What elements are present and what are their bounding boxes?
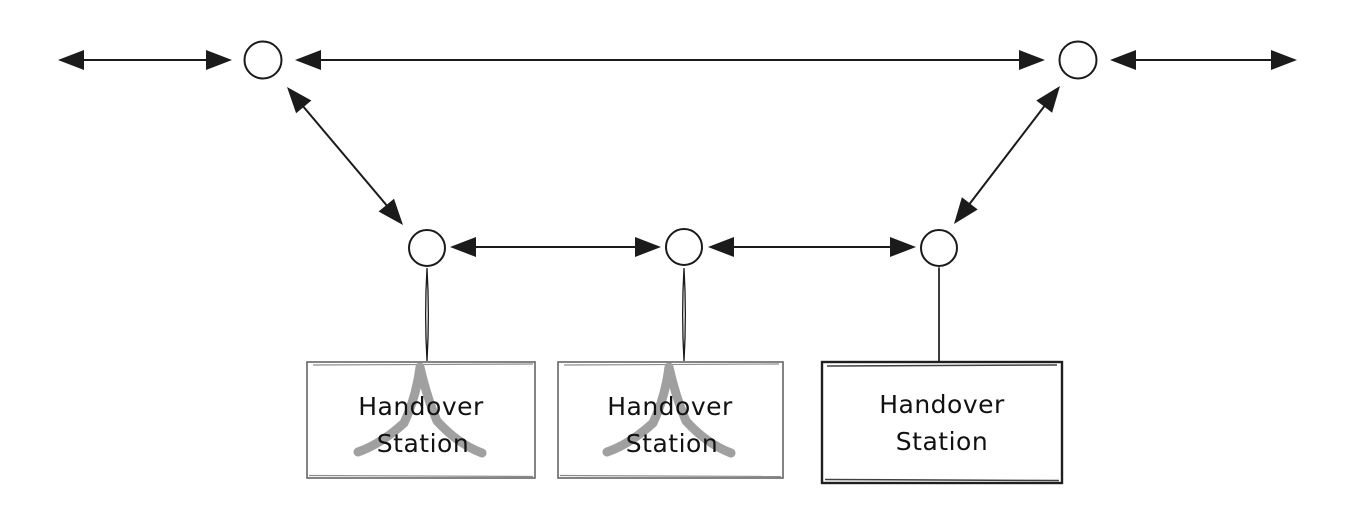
antenna-icon [353, 362, 487, 458]
link-diagonal-left [287, 87, 403, 225]
box-overdraw-bottom [559, 474, 782, 478]
link-left-external [58, 50, 232, 70]
antenna-icon [602, 362, 736, 458]
station-label-line1: Handover [879, 390, 1005, 419]
relay-node-2 [665, 228, 703, 266]
station-label-line1: Handover [607, 392, 733, 421]
station-label-line1: Handover [358, 392, 484, 421]
station-label-line2: Station [896, 427, 988, 456]
arrowhead-up-icon [287, 87, 312, 114]
link-relay-2-3 [708, 237, 916, 257]
handover-station-box-1: Handover Station [306, 361, 536, 479]
arrowhead-right-icon [635, 237, 661, 257]
arrowhead-down-icon [954, 197, 978, 224]
arrowhead-left-icon [450, 237, 476, 257]
drop-line-1 [425, 267, 429, 362]
relay-node-3 [920, 229, 958, 267]
link-line [290, 91, 400, 221]
box-overdraw-top [826, 364, 1058, 367]
arrowhead-up-icon [1036, 86, 1060, 113]
handover-station-box-2: Handover Station [557, 361, 784, 479]
arrowhead-right-icon [1271, 50, 1297, 70]
handover-station-box-3: Handover Station [820, 360, 1064, 485]
backbone-node-left [243, 40, 283, 80]
backbone-node-right [1058, 40, 1098, 80]
arrowhead-right-icon [206, 50, 232, 70]
station-box [820, 360, 1064, 485]
arrowhead-right-icon [890, 237, 916, 257]
link-relay-1-2 [450, 237, 661, 257]
arrowhead-down-icon [378, 198, 403, 225]
station-label-line2: Station [377, 429, 469, 458]
arrowhead-right-icon [1019, 50, 1045, 70]
arrowhead-left-icon [1110, 50, 1136, 70]
relay-node-1 [408, 229, 446, 267]
drop-line-2 [682, 267, 686, 362]
link-right-external [1110, 50, 1297, 70]
link-backbone [295, 50, 1045, 70]
link-diagonal-right [954, 86, 1060, 224]
arrowhead-left-icon [295, 50, 321, 70]
arrowhead-left-icon [708, 237, 734, 257]
box-overdraw-bottom [308, 474, 534, 478]
link-line [957, 90, 1057, 220]
arrowhead-left-icon [58, 50, 84, 70]
station-label-line2: Station [626, 429, 718, 458]
box-overdraw-bottom [824, 478, 1060, 482]
